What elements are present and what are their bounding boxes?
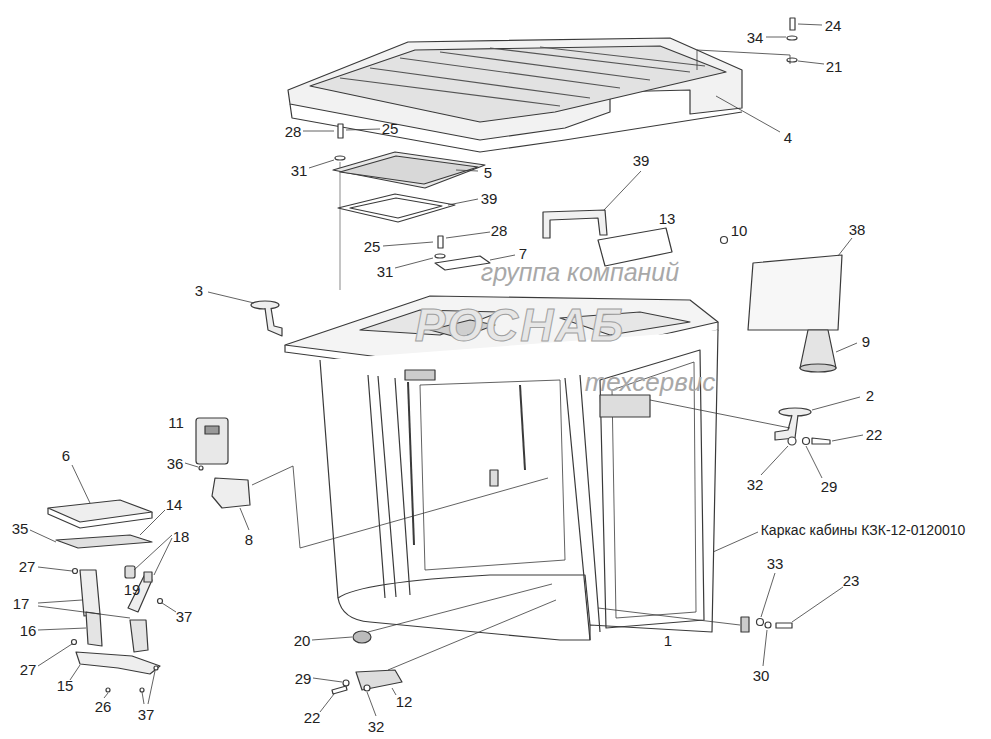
callout-number: 32: [747, 477, 764, 492]
callout-number: 25: [364, 239, 381, 254]
callout-number: 23: [843, 573, 860, 588]
callout-number: 22: [866, 427, 883, 442]
callout-number: 10: [731, 223, 748, 238]
callout-number: 38: [849, 222, 866, 237]
callout-number: 4: [784, 130, 792, 145]
callout-number: 29: [295, 671, 312, 686]
callout-number: 39: [481, 191, 498, 206]
callout-number: 14: [166, 497, 183, 512]
callout-number: 3: [195, 283, 203, 298]
callout-number: 9: [862, 334, 870, 349]
callout-number: 20: [294, 633, 311, 648]
callout-number: 32: [368, 719, 385, 734]
callout-number: 37: [176, 609, 193, 624]
callout-number: 27: [20, 662, 37, 677]
callout-number: 33: [767, 556, 784, 571]
callout-number: 8: [245, 532, 253, 547]
callout-number: 39: [633, 153, 650, 168]
callout-number: 31: [291, 163, 308, 178]
callout-number: 6: [62, 448, 70, 463]
part-caption: Каркас кабины КЗК-12-0120010: [761, 523, 966, 537]
callout-number: 35: [12, 521, 29, 536]
callout-number: 28: [285, 124, 302, 139]
callout-number: 1: [664, 633, 672, 648]
watermark-text: РОСНАБ: [415, 302, 626, 348]
callout-number: 36: [167, 456, 184, 471]
callout-number: 37: [138, 707, 155, 722]
callout-number: 22: [304, 710, 321, 725]
callout-number: 7: [519, 246, 527, 261]
callout-number: 5: [484, 165, 492, 180]
callout-number: 31: [377, 264, 394, 279]
callout-number: 19: [124, 582, 141, 597]
watermark-text: группа компаний: [481, 260, 679, 285]
watermark-text: техсервис: [585, 369, 716, 395]
callout-number: 12: [396, 694, 413, 709]
callout-number: 34: [747, 30, 764, 45]
callout-number: 11: [168, 415, 184, 430]
callout-number: 13: [659, 211, 676, 226]
callout-number: 21: [826, 59, 843, 74]
callout-number: 26: [95, 699, 112, 714]
callout-number: 24: [825, 18, 842, 33]
callout-number: 25: [382, 121, 399, 136]
callout-number: 17: [13, 596, 30, 611]
callout-number: 15: [57, 678, 74, 693]
callout-number: 27: [19, 559, 36, 574]
callout-number: 2: [866, 388, 874, 403]
callout-number: 28: [491, 223, 508, 238]
callout-number: 30: [753, 668, 770, 683]
callout-number: 16: [20, 623, 37, 638]
callout-number: 18: [173, 529, 190, 544]
callout-number: 29: [821, 479, 838, 494]
